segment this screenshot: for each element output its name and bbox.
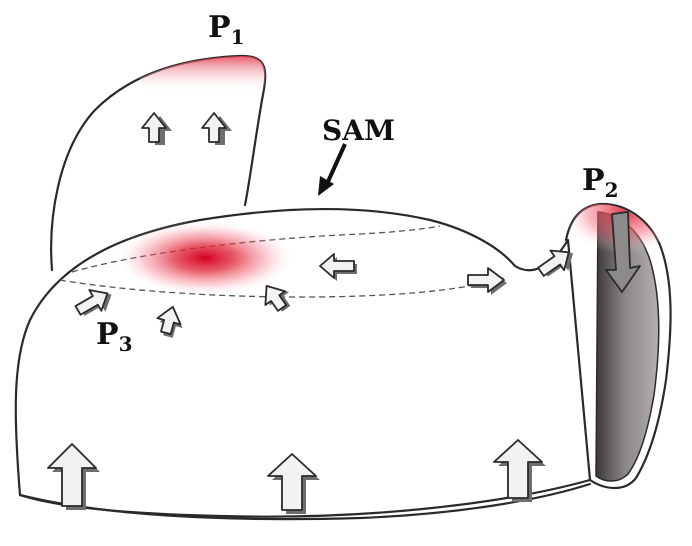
sam-pointer-arrow	[318, 143, 347, 196]
sam-hotspot	[115, 220, 295, 296]
up-arrow-icon	[267, 453, 320, 514]
label-p2: P2	[582, 163, 618, 202]
up-left-arrow-icon	[264, 284, 291, 312]
up-arrow-icon	[47, 443, 100, 510]
diagonal-arrow-icon	[537, 249, 573, 277]
up-arrow-icon	[156, 305, 183, 338]
left-arrow-icon	[319, 253, 357, 281]
bottom-arrows	[47, 439, 546, 514]
p1-hotspot	[140, 55, 266, 92]
label-p3: P3	[96, 317, 132, 356]
up-arrow-icon	[141, 112, 172, 145]
up-arrow-icon	[493, 439, 546, 502]
right-arrow-icon	[467, 267, 507, 295]
p1-arrows	[141, 112, 232, 145]
up-arrow-icon	[201, 112, 232, 145]
label-p1: P1	[208, 10, 244, 49]
label-sam: SAM	[322, 114, 395, 147]
sam-lower-dash	[59, 277, 506, 298]
diagonal-arrow-icon	[74, 289, 112, 316]
sam-arrows	[74, 249, 573, 338]
p2-down-arrow	[605, 211, 641, 293]
